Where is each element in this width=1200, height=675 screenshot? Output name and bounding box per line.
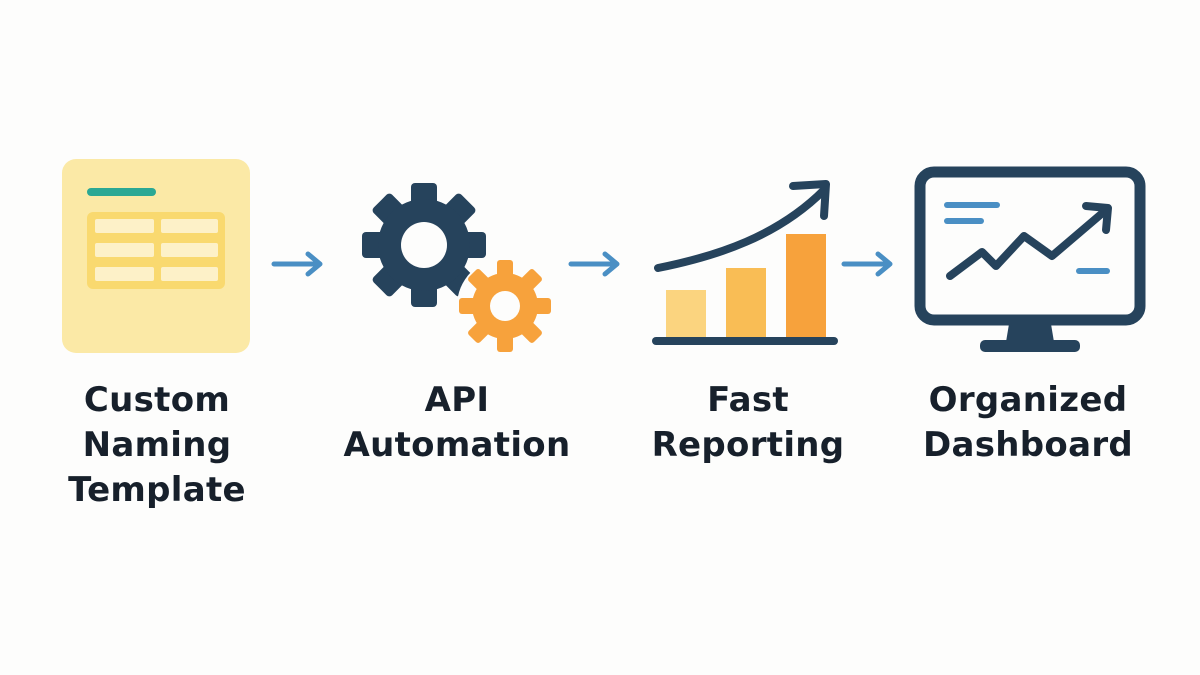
gears-icon xyxy=(362,183,553,354)
spreadsheet-template-icon xyxy=(62,159,250,353)
step-label-custom-naming-template: Custom Naming Template xyxy=(68,380,246,510)
bar-chart-growth-icon xyxy=(652,180,838,345)
monitor-dashboard-icon xyxy=(914,166,1146,352)
step-label-organized-dashboard: Organized Dashboard xyxy=(922,380,1134,465)
arrow-right-icon xyxy=(568,251,620,277)
step-label-fast-reporting: Fast Reporting xyxy=(651,380,845,465)
step-label-api-automation: API Automation xyxy=(343,380,571,465)
arrow-right-icon xyxy=(841,251,893,277)
arrow-right-icon xyxy=(271,251,323,277)
